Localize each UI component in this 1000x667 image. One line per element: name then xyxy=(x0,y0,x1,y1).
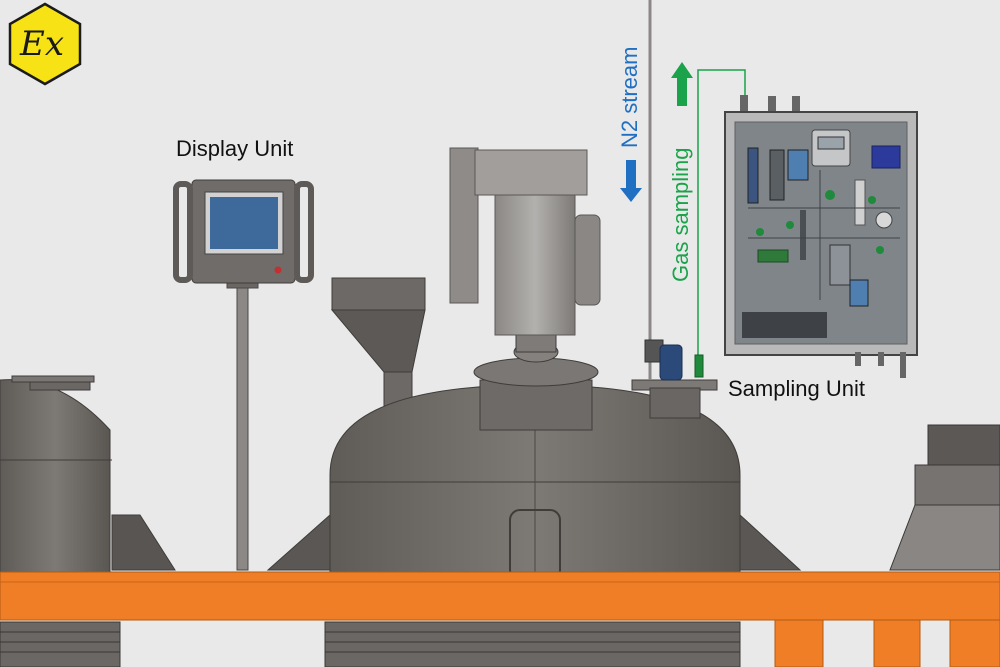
right-machine xyxy=(889,424,1000,571)
n2-line xyxy=(644,0,683,381)
left-tank xyxy=(0,375,176,581)
hexagon-ex-icon xyxy=(8,2,82,86)
ex-mark-label: Ex xyxy=(20,24,64,64)
arrow-up-icon xyxy=(671,62,693,106)
arrow-down-icon xyxy=(620,160,642,202)
display-unit-label: Display Unit xyxy=(176,136,294,161)
bottom-coils xyxy=(0,621,741,667)
gas-sampling-line xyxy=(694,69,746,378)
display-unit xyxy=(173,179,314,571)
sampling-unit xyxy=(724,95,918,378)
n2-stream-label: N2 stream xyxy=(617,46,642,148)
gas-sampling-label: Gas sampling xyxy=(668,147,693,282)
hopper xyxy=(330,277,426,413)
sampling-unit-label: Sampling Unit xyxy=(728,376,865,401)
main-reactor xyxy=(266,147,802,581)
orange-frame xyxy=(0,571,1000,667)
